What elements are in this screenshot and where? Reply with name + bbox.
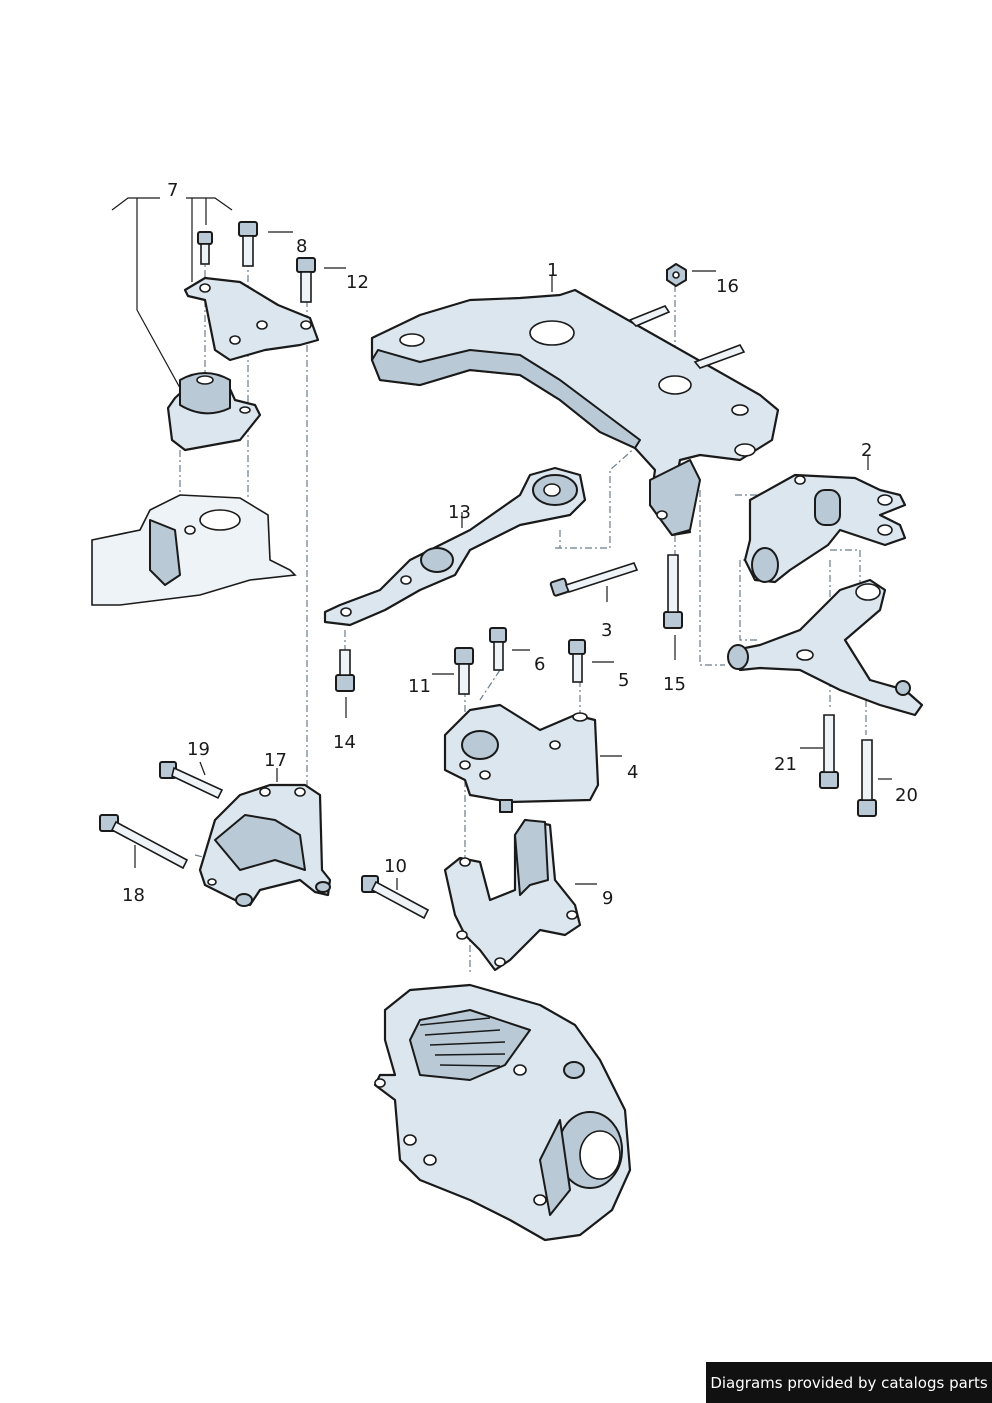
bolt-18: [99, 814, 189, 870]
bolt-3: [549, 562, 639, 597]
callout-7: 7: [167, 180, 178, 201]
gearbox-housing: [373, 983, 632, 1242]
callout-8: 8: [296, 236, 307, 257]
callouts: 7 8 12 1 16 2 13 3 15 6 5 11 14 4 19 17 …: [122, 180, 918, 909]
bolt-5: [568, 639, 586, 683]
callout-21: 21: [774, 754, 797, 775]
callout-9: 9: [602, 888, 613, 909]
bolt-6: [489, 627, 507, 671]
callout-19: 19: [187, 739, 210, 760]
bolt-14: [335, 649, 355, 692]
bolt-12: [296, 257, 316, 303]
callout-3: 3: [601, 620, 612, 641]
callout-13: 13: [448, 502, 471, 523]
callout-5: 5: [618, 670, 629, 691]
bolt-10: [361, 875, 430, 920]
bearing-bracket-part-2: [743, 473, 907, 584]
nut-16: [666, 263, 687, 287]
control-arm: [727, 578, 924, 717]
engine-bracket-part-17: [198, 783, 332, 907]
callout-17: 17: [264, 750, 287, 771]
bolt-11: [454, 647, 474, 695]
callout-10: 10: [384, 856, 407, 877]
subframe-part-1: [370, 288, 780, 537]
leader-lines: [111, 197, 892, 890]
gearbox-bracket-part-9: [443, 818, 582, 972]
callout-6: 6: [534, 654, 545, 675]
bolt-15: [663, 554, 683, 629]
callout-14: 14: [333, 732, 356, 753]
bolt-19: [159, 761, 224, 800]
callout-1: 1: [547, 260, 558, 281]
callout-18: 18: [122, 885, 145, 906]
body-structure: [91, 494, 297, 606]
bolt-8: [238, 221, 258, 267]
credit-banner: Diagrams provided by catalogs parts: [706, 1362, 992, 1403]
credit-text: Diagrams provided by catalogs parts: [710, 1373, 988, 1392]
callout-12: 12: [346, 272, 369, 293]
callout-2: 2: [861, 440, 872, 461]
callout-16: 16: [716, 276, 739, 297]
bolt-20: [857, 739, 877, 817]
callout-15: 15: [663, 674, 686, 695]
gearbox-mount-part-4: [443, 703, 600, 813]
pendulum-support-part-13: [323, 466, 587, 627]
bolt-7a: [197, 231, 213, 265]
callout-20: 20: [895, 785, 918, 806]
callout-4: 4: [627, 762, 638, 783]
engine-mount-part-7: [166, 276, 320, 452]
callout-11: 11: [408, 676, 431, 697]
bolt-21: [819, 714, 839, 789]
